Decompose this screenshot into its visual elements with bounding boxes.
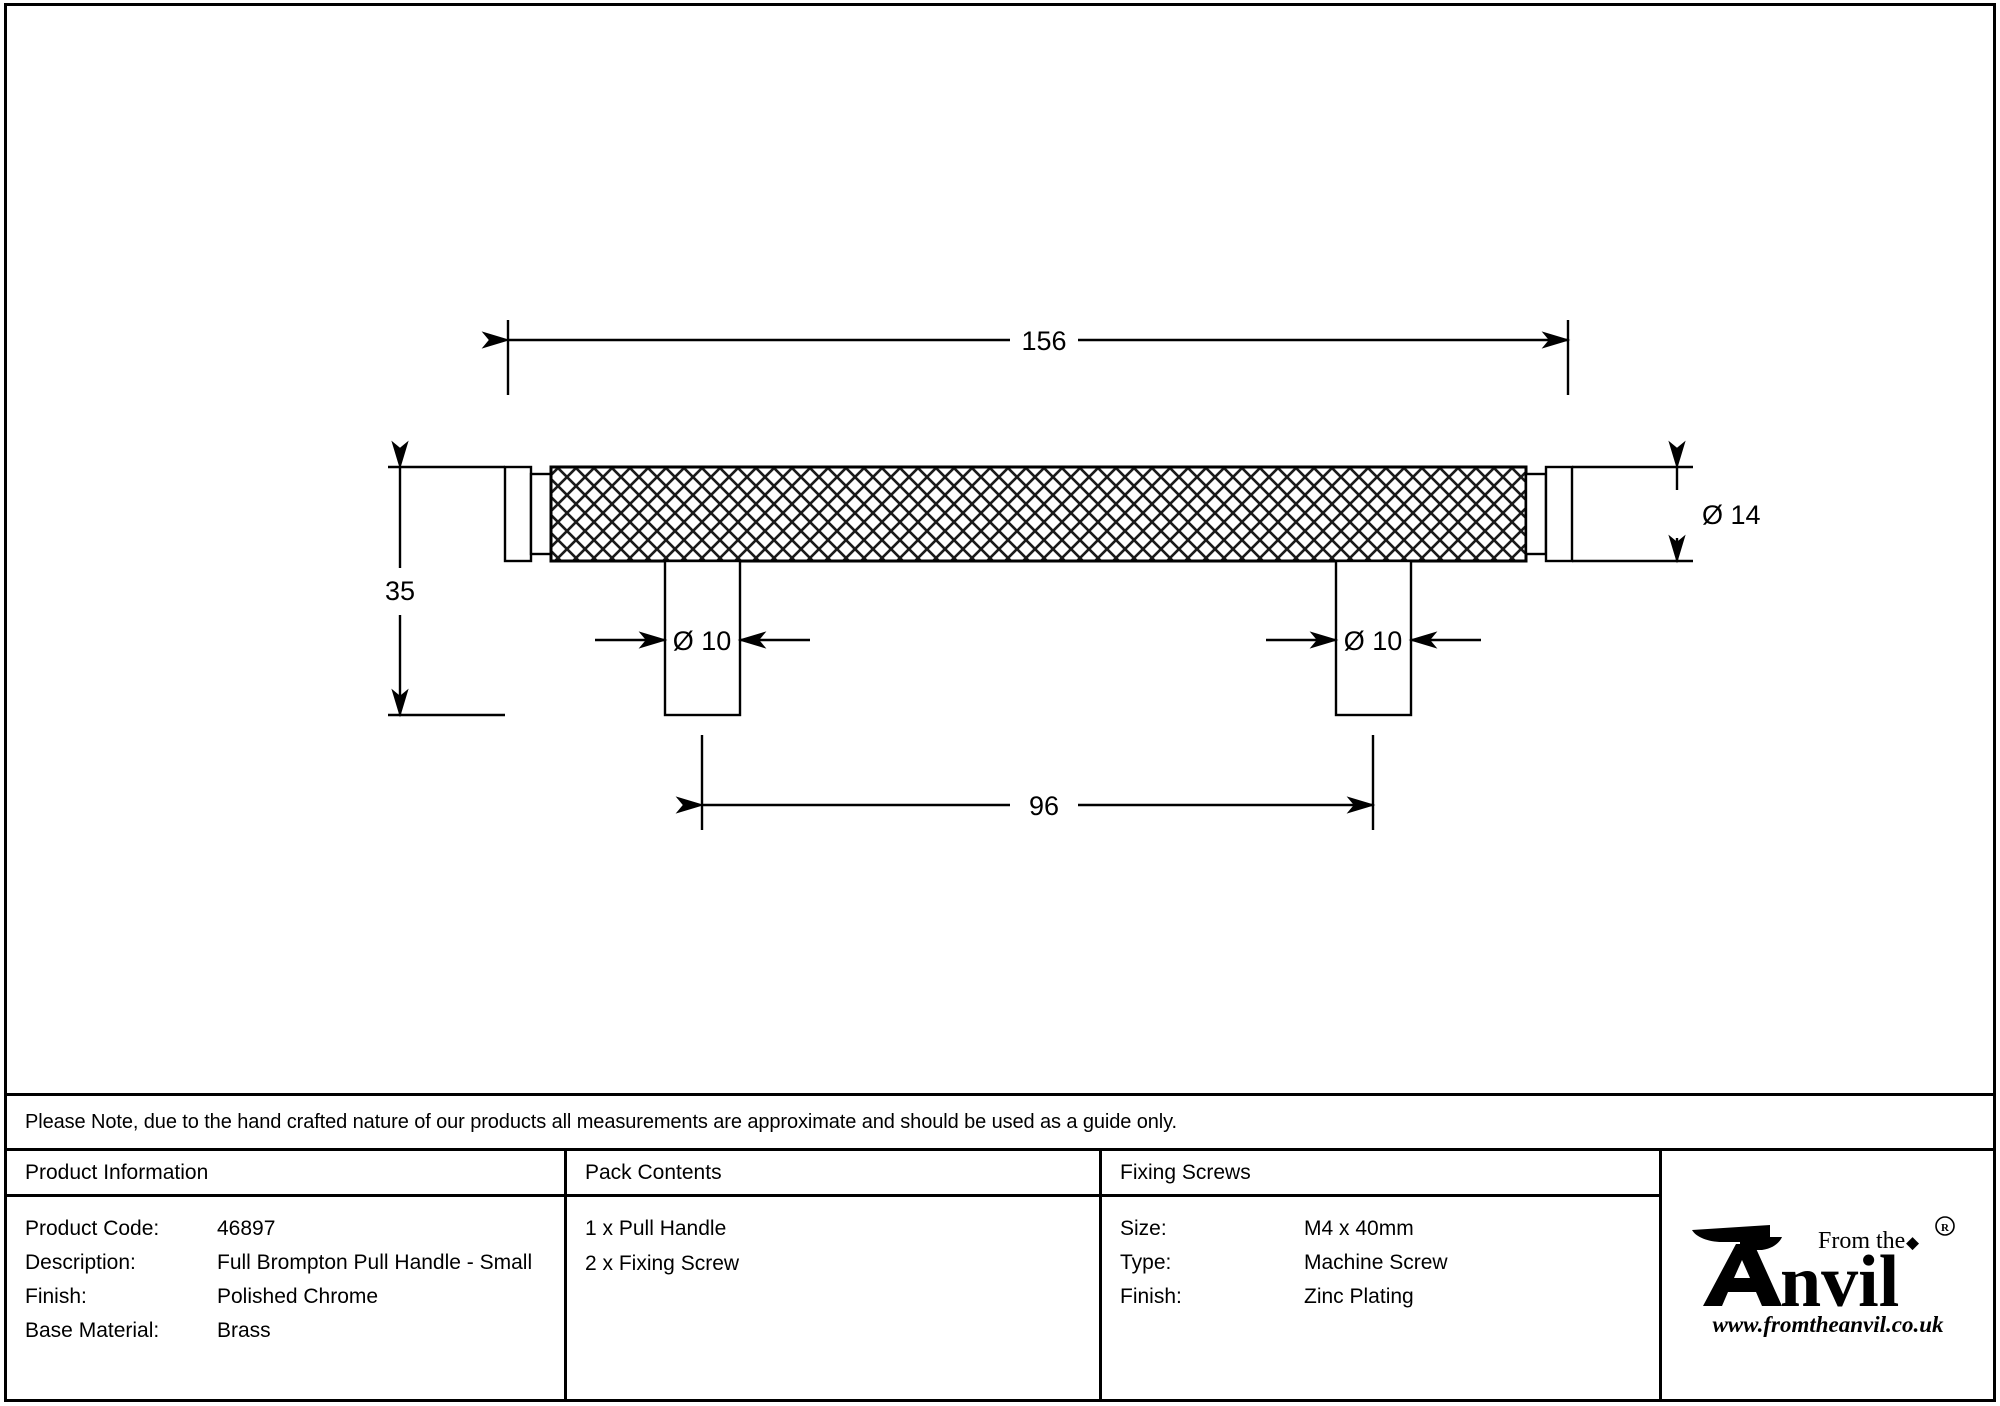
screw-finish-value: Zinc Plating xyxy=(1304,1285,1414,1308)
screw-type-label: Type: xyxy=(1120,1251,1172,1274)
brand-logo-column: nvil From the ◆ R www.fromtheanvil.co.uk xyxy=(1662,1151,1993,1402)
product-code-label: Product Code: xyxy=(25,1217,160,1240)
screw-type-value: Machine Screw xyxy=(1304,1251,1448,1274)
description-label: Description: xyxy=(25,1251,136,1274)
sheet-border xyxy=(4,3,1996,1402)
knurled-barrel xyxy=(549,465,1528,563)
dim-label-d10-left: Ø 10 xyxy=(673,626,732,656)
technical-drawing-area: 156 96 35 Ø 14 Ø 10 Ø 10 xyxy=(385,320,1761,830)
pack-contents-body: 1 x Pull Handle 2 x Fixing Screw xyxy=(567,1197,1099,1402)
base-material-value: Brass xyxy=(217,1319,271,1342)
diamond-icon: ◆ xyxy=(1906,1233,1920,1252)
right-end-cap xyxy=(1544,465,1574,563)
product-information-column: Product Information Product Code: 46897 … xyxy=(7,1151,567,1402)
table-row: Size: M4 x 40mm xyxy=(1120,1217,1448,1251)
handle-drawing: 156 96 35 Ø 14 Ø 10 Ø 10 xyxy=(385,320,1761,830)
dim-label-d10-right: Ø 10 xyxy=(1344,626,1403,656)
product-information-body: Product Code: 46897 Description: Full Br… xyxy=(7,1197,564,1402)
anvil-icon xyxy=(1691,1224,1782,1250)
fixing-screws-column: Fixing Screws Size: M4 x 40mm Type: Mach… xyxy=(1102,1151,1662,1402)
fixing-screws-list: Size: M4 x 40mm Type: Machine Screw Fini… xyxy=(1120,1217,1448,1319)
please-note-text: Please Note, due to the hand crafted nat… xyxy=(25,1111,1178,1133)
registered-mark-ring xyxy=(1934,1215,1955,1236)
finish-value: Polished Chrome xyxy=(217,1285,379,1308)
list-item: 2 x Fixing Screw xyxy=(585,1252,740,1275)
table-row: Product Code: 46897 xyxy=(25,1217,532,1251)
left-collar xyxy=(529,472,553,556)
right-post xyxy=(1334,559,1413,717)
product-information-heading: Product Information xyxy=(7,1151,564,1197)
left-post xyxy=(663,559,742,717)
letter-a xyxy=(1702,1243,1782,1306)
dim-label-d14: Ø 14 xyxy=(1702,500,1761,530)
right-collar xyxy=(1524,472,1548,556)
product-code-value: 46897 xyxy=(217,1217,276,1240)
brand-logo: nvil From the ◆ R www.fromtheanvil.co.uk xyxy=(1662,1151,1993,1402)
screw-size-value: M4 x 40mm xyxy=(1304,1217,1414,1240)
registered-mark-letter: R xyxy=(1941,1222,1950,1234)
table-row: Type: Machine Screw xyxy=(1120,1251,1448,1285)
fixing-screws-heading: Fixing Screws xyxy=(1102,1151,1659,1197)
dim-label-156: 156 xyxy=(1021,326,1066,356)
left-end-cap xyxy=(503,465,533,563)
table-row: Finish: Polished Chrome xyxy=(25,1285,532,1319)
table-row: Finish: Zinc Plating xyxy=(1120,1285,1448,1319)
pack-contents-column: Pack Contents 1 x Pull Handle 2 x Fixing… xyxy=(567,1151,1102,1402)
screw-finish-label: Finish: xyxy=(1120,1285,1182,1308)
logo-url-text: www.fromtheanvil.co.uk xyxy=(1712,1312,1944,1337)
fixing-screws-body: Size: M4 x 40mm Type: Machine Screw Fini… xyxy=(1102,1197,1659,1402)
table-row: Description: Full Brompton Pull Handle -… xyxy=(25,1251,532,1285)
product-information-list: Product Code: 46897 Description: Full Br… xyxy=(25,1217,532,1353)
screw-size-label: Size: xyxy=(1120,1217,1167,1240)
description-value: Full Brompton Pull Handle - Small xyxy=(217,1251,533,1274)
base-material-label: Base Material: xyxy=(25,1319,160,1342)
dim-label-96: 96 xyxy=(1029,791,1059,821)
list-item: 1 x Pull Handle xyxy=(585,1217,727,1240)
information-table: Product Information Product Code: 46897 … xyxy=(7,1151,1993,1402)
please-note-row: Please Note, due to the hand crafted nat… xyxy=(7,1093,1993,1151)
logo-from-the-text: From the xyxy=(1818,1228,1905,1254)
wordmark-text: nvil xyxy=(1780,1241,1899,1323)
dim-label-35: 35 xyxy=(385,576,415,606)
finish-label: Finish: xyxy=(25,1285,87,1308)
pack-contents-heading: Pack Contents xyxy=(567,1151,1099,1197)
table-row: Base Material: Brass xyxy=(25,1319,532,1353)
from-the-anvil-logo-icon: nvil From the ◆ R www.fromtheanvil.co.uk xyxy=(1691,1215,1955,1337)
